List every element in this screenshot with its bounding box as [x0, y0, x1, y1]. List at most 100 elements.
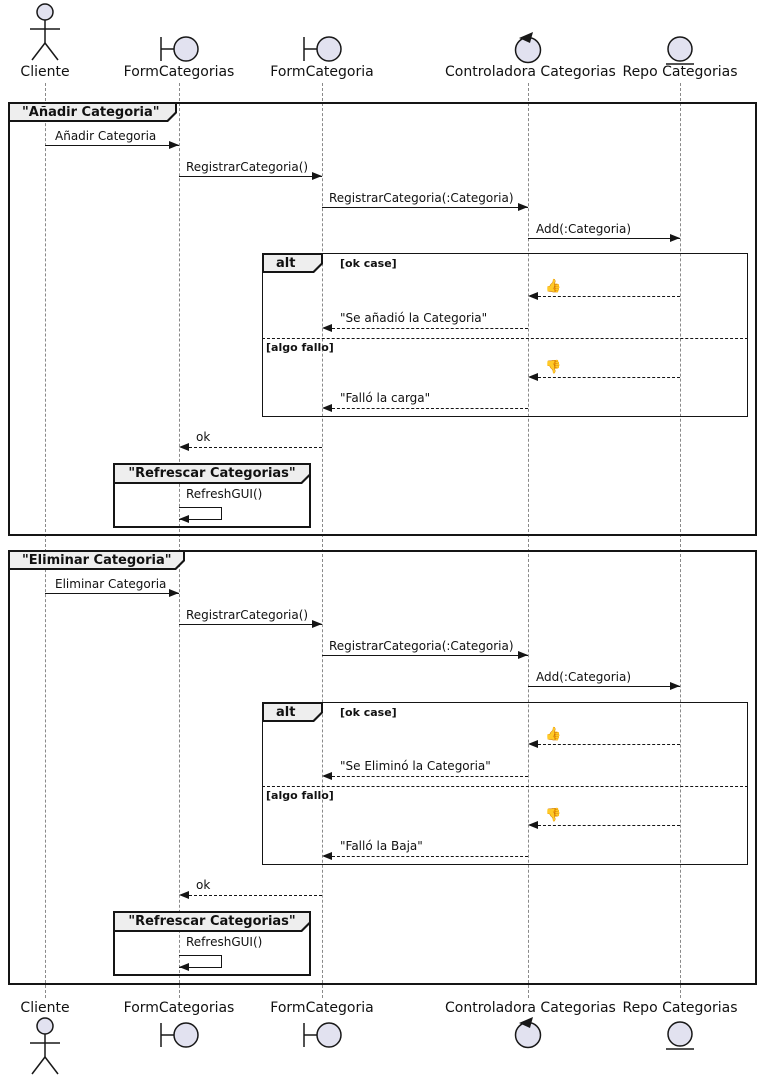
frame-eliminar-tab: "Eliminar Categoria"	[8, 550, 185, 570]
message-label: RegistrarCategoria()	[186, 160, 309, 174]
arrowhead	[528, 291, 538, 300]
frame-title: "Eliminar Categoria"	[22, 552, 172, 568]
alt-guard-ok: [ok case]	[340, 257, 397, 270]
boundary-icon	[303, 1022, 342, 1048]
message-arrow	[322, 207, 528, 208]
entity-icon	[666, 36, 694, 65]
frame-title: "Refrescar Categorias"	[128, 914, 296, 929]
participant-label: Cliente	[20, 64, 70, 80]
message-label: RegistrarCategoria(:Categoria)	[329, 191, 514, 205]
alt-divider	[262, 338, 748, 339]
return-arrow	[332, 328, 528, 329]
entity-icon	[666, 1021, 694, 1050]
arrowhead	[169, 140, 179, 149]
alt-guard-fail: [algo fallo]	[266, 341, 334, 354]
message-label: Eliminar Categoria	[55, 577, 167, 591]
message-label: RefreshGUI()	[186, 487, 263, 501]
participant-label: FormCategoria	[270, 64, 374, 80]
message-label: Add(:Categoria)	[536, 670, 632, 684]
actor-icon	[30, 3, 60, 61]
frame-anadir-tab: "Añadir Categoria"	[8, 102, 177, 122]
boundary-icon	[160, 36, 199, 62]
frame-refrescar-tab: "Refrescar Categorias"	[113, 463, 311, 484]
alt-operator: alt	[276, 704, 296, 720]
participant-label: Controladora Categorias	[445, 1000, 616, 1016]
participant-label: Repo Categorias	[622, 1000, 738, 1016]
return-arrow	[538, 825, 680, 826]
return-arrow	[538, 377, 680, 378]
lifeline-cliente	[45, 83, 46, 998]
message-label: ok	[196, 430, 211, 444]
participant-label: Repo Categorias	[622, 64, 738, 80]
alt-operator: alt	[276, 255, 296, 271]
alt-tab: alt	[262, 253, 323, 273]
arrowhead	[322, 851, 332, 860]
participant-label: Cliente	[20, 1000, 70, 1016]
participant-label: Controladora Categorias	[445, 64, 616, 80]
return-arrow	[332, 776, 528, 777]
message-label: "Falló la carga"	[340, 391, 431, 405]
message-label: RefreshGUI()	[186, 935, 263, 949]
message-label: Añadir Categoria	[55, 129, 157, 143]
frame-refrescar-tab: "Refrescar Categorias"	[113, 911, 311, 932]
arrowhead	[179, 442, 189, 451]
return-arrow	[189, 447, 322, 448]
arrowhead	[670, 681, 680, 690]
control-icon	[514, 32, 542, 64]
message-arrow	[528, 686, 680, 687]
frame-title: "Refrescar Categorias"	[128, 466, 296, 481]
frame-anadir-categoria	[8, 102, 757, 536]
alt-guard-ok: [ok case]	[340, 706, 397, 719]
alt-tab: alt	[262, 702, 323, 722]
arrowhead	[179, 890, 189, 899]
return-arrow	[332, 408, 528, 409]
arrowhead	[518, 202, 528, 211]
return-arrow	[538, 296, 680, 297]
return-arrow	[189, 895, 322, 896]
participant-label: FormCategoria	[270, 1000, 374, 1016]
self-message-loop	[179, 507, 222, 520]
thumbs-down-message: 👎	[545, 360, 562, 375]
message-label: "Falló la Baja"	[340, 839, 423, 853]
return-arrow	[332, 856, 528, 857]
arrowhead	[322, 771, 332, 780]
lifeline-formcategorias	[179, 83, 180, 998]
return-arrow	[538, 744, 680, 745]
alt-guard-fail: [algo fallo]	[266, 789, 334, 802]
alt-fragment	[262, 253, 748, 417]
control-icon	[514, 1017, 542, 1049]
message-arrow	[45, 145, 179, 146]
arrowhead	[312, 171, 322, 180]
message-label: "Se Eliminó la Categoria"	[340, 759, 491, 773]
arrowhead	[312, 619, 322, 628]
alt-divider	[262, 786, 748, 787]
lifeline-controladora	[528, 83, 529, 998]
thumbs-up-message: 👍	[545, 727, 562, 742]
arrowhead	[518, 650, 528, 659]
arrowhead	[169, 588, 179, 597]
message-arrow	[45, 593, 179, 594]
message-label: "Se añadió la Categoria"	[340, 311, 488, 325]
frame-title: "Añadir Categoria"	[22, 104, 160, 120]
message-label: ok	[196, 878, 211, 892]
arrowhead	[528, 372, 538, 381]
participant-label: FormCategorias	[123, 64, 235, 80]
message-arrow	[322, 655, 528, 656]
participant-label: FormCategorias	[123, 1000, 235, 1016]
message-arrow	[179, 624, 322, 625]
arrowhead	[322, 403, 332, 412]
frame-eliminar-categoria	[8, 550, 757, 985]
message-arrow	[528, 238, 680, 239]
self-message-loop	[179, 955, 222, 968]
lifeline-repo	[680, 83, 681, 998]
boundary-icon	[303, 36, 342, 62]
arrowhead	[670, 233, 680, 242]
arrowhead	[179, 514, 189, 523]
thumbs-down-message: 👎	[545, 808, 562, 823]
thumbs-up-message: 👍	[545, 279, 562, 294]
lifeline-formcategoria	[322, 83, 323, 998]
arrowhead	[322, 323, 332, 332]
arrowhead	[528, 820, 538, 829]
boundary-icon	[160, 1022, 199, 1048]
